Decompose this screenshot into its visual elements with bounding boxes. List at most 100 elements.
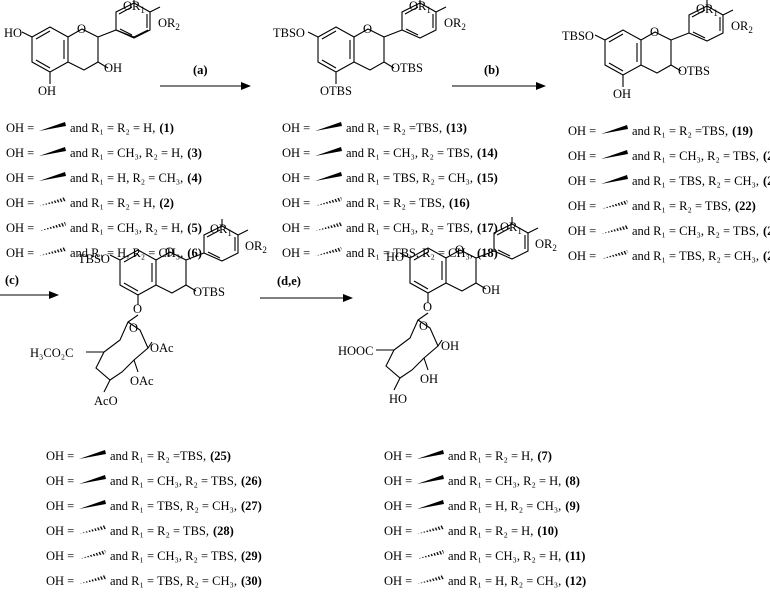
compound-number: (16) xyxy=(449,196,470,210)
compound-number: (14) xyxy=(477,146,498,160)
otbs-label-4: OTBS xyxy=(193,285,225,299)
compound-row: OH =and R₁ = R₂ =TBS,(25) xyxy=(46,449,231,463)
substituent-condition: and R₁ = TBS, R₂ = CH₃, xyxy=(110,574,237,588)
substituent-condition: and R₁ = R₂ = H, xyxy=(448,524,533,538)
glycosidic-o-label-5: O xyxy=(423,300,432,314)
solid-wedge-icon xyxy=(601,175,628,184)
substituent-condition: and R₁ = CH₃, R₂ = H, xyxy=(448,474,561,488)
compound-number: (30) xyxy=(241,574,262,588)
methyl-ester-label: H₃CO₂C xyxy=(30,346,73,360)
substituent-condition: and R₁ = R₂ =TBS, xyxy=(346,121,442,135)
step-de-arrow: (d,e) xyxy=(260,274,353,302)
compound-row: OH =and R₁ = CH₃, R₂ = TBS,(17) xyxy=(282,221,498,235)
tbso-label-2: TBSO xyxy=(273,26,305,40)
ring-o-label-5: O xyxy=(455,243,464,257)
compound-number: (19) xyxy=(732,124,753,138)
glycoside-ester-structure-4: TBSO O O OTBS OR1 OR2 O H₃CO₂C OAc AcO O… xyxy=(30,219,267,408)
compound-row: OH =and R₁ = H, R₂ = CH₃,(9) xyxy=(384,499,580,513)
substituent-condition: and R₁ = R₂ = H, xyxy=(70,196,155,210)
compound-row: OH =and R₁ = CH₃, R₂ = TBS,(20) xyxy=(568,149,770,163)
oh-label-5b: OH xyxy=(441,339,459,353)
solid-wedge-icon xyxy=(79,450,106,459)
or2-label-4: OR2 xyxy=(245,239,267,255)
or2-label-3: OR2 xyxy=(731,19,753,35)
oh-prefix: OH = xyxy=(568,249,596,263)
oh-prefix: OH = xyxy=(6,196,34,210)
ring-o-label-2: O xyxy=(363,22,372,36)
or1-label-3: OR1 xyxy=(696,2,718,18)
glucuronide-structure-5: HO O O OH OR1 OR2 O HOOC OH HO OH xyxy=(338,217,557,406)
compound-row: OH =and R₁ = TBS, R₂ = CH₃,(18) xyxy=(282,246,498,260)
oac-label-2: OAc xyxy=(130,374,154,388)
substituent-condition: and R₁ = TBS, R₂ = CH₃, xyxy=(110,499,237,513)
oh-prefix: OH = xyxy=(6,221,34,235)
substituent-condition: and R₁ = TBS, R₂ = CH₃, xyxy=(346,246,473,260)
substituent-condition: and R₁ = CH₃, R₂ = H, xyxy=(70,221,183,235)
solid-wedge-icon xyxy=(79,475,106,484)
compound-row: OH =and R₁ = CH₃, R₂ = H,(11) xyxy=(384,549,585,563)
oh-prefix: OH = xyxy=(384,499,412,513)
oh-prefix: OH = xyxy=(282,221,310,235)
oh-prefix: OH = xyxy=(384,574,412,588)
substituent-condition: and R₁ = H, R₂ = CH₃, xyxy=(70,171,183,185)
compound-row: OH =and R₁ = CH₃, R₂ = H,(3) xyxy=(6,146,202,160)
oh-label-5c: OH xyxy=(420,372,438,386)
substituent-condition: and R₁ = CH₃, R₂ = TBS, xyxy=(110,549,237,563)
substituent-condition: and R₁ = CH₃, R₂ = TBS, xyxy=(346,146,473,160)
oh-label-5a: OH xyxy=(482,283,500,297)
compound-row: OH =and R₁ = R₂ = TBS,(28) xyxy=(46,524,234,538)
hashed-wedge-icon xyxy=(315,247,342,256)
solid-wedge-icon xyxy=(39,172,66,181)
hashed-wedge-icon xyxy=(601,200,628,209)
substituent-condition: and R₁ = TBS, R₂ = CH₃, xyxy=(632,249,759,263)
oh-prefix: OH = xyxy=(6,171,34,185)
oh-prefix: OH = xyxy=(568,174,596,188)
ring-o-label-3: O xyxy=(650,25,659,39)
substituent-condition: and R₁ = CH₃, R₂ = TBS, xyxy=(632,149,759,163)
substituent-condition: and R₁ = TBS, R₂ = CH₃, xyxy=(632,174,759,188)
compound-number: (8) xyxy=(565,474,580,488)
otbs-label-2b: OTBS xyxy=(391,61,423,75)
otbs-label-2a: OTBS xyxy=(320,84,352,98)
oh-prefix: OH = xyxy=(282,121,310,135)
compound-table-3: OH =and R₁ = R₂ =TBS,(19)OH =and R₁ = CH… xyxy=(568,124,770,263)
compound-row: OH =and R₁ = TBS, R₂ = CH₃,(24) xyxy=(568,249,770,263)
or1-label-1: OR1 xyxy=(123,0,145,15)
compound-number: (20) xyxy=(763,149,770,163)
oh-prefix: OH = xyxy=(46,499,74,513)
substituent-condition: and R₁ = R₂ = TBS, xyxy=(346,196,445,210)
substituent-condition: and R₁ = H, R₂ = CH₃, xyxy=(70,246,183,260)
substituent-condition: and R₁ = CH₃, R₂ = TBS, xyxy=(632,224,759,238)
or2-label-2: OR2 xyxy=(444,16,466,32)
or1-label-5: OR1 xyxy=(500,220,522,236)
ho-label-5: HO xyxy=(386,250,404,264)
compound-number: (29) xyxy=(241,549,262,563)
glycosidic-o-label-4: O xyxy=(133,302,142,316)
oh-prefix: OH = xyxy=(282,196,310,210)
oh-prefix: OH = xyxy=(384,474,412,488)
compound-row: OH =and R₁ = TBS, R₂ = CH₃,(21) xyxy=(568,174,770,188)
substituent-condition: and R₁ = CH₃, R₂ = H, xyxy=(448,549,561,563)
compound-row: OH =and R₁ = H, R₂ = CH₃,(12) xyxy=(384,574,586,588)
compound-number: (23) xyxy=(763,224,770,238)
oh-prefix: OH = xyxy=(384,449,412,463)
catechin-structure-1: HO O OH OH OR1 OR2 xyxy=(4,0,180,98)
compound-row: OH =and R₁ = R₂ = TBS,(22) xyxy=(568,199,756,213)
tbso-label-3: TBSO xyxy=(562,29,594,43)
solid-wedge-icon xyxy=(601,150,628,159)
hashed-wedge-icon xyxy=(79,550,106,559)
substituent-condition: and R₁ = CH₃, R₂ = TBS, xyxy=(110,474,237,488)
solid-wedge-icon xyxy=(39,147,66,156)
hashed-wedge-icon xyxy=(315,197,342,206)
solid-wedge-icon xyxy=(39,122,66,131)
compound-row: OH =and R₁ = CH₃, R₂ = H,(5) xyxy=(6,221,202,235)
step-c-arrow: (c) xyxy=(0,273,59,299)
solid-wedge-icon xyxy=(417,450,444,459)
oh-prefix: OH = xyxy=(6,146,34,160)
compound-row: OH =and R₁ = CH₃, R₂ = TBS,(29) xyxy=(46,549,262,563)
oh-prefix: OH = xyxy=(282,171,310,185)
ho-label-5b: HO xyxy=(389,392,407,406)
hashed-wedge-icon xyxy=(39,197,66,206)
substituent-condition: and R₁ = R₂ = TBS, xyxy=(632,199,731,213)
